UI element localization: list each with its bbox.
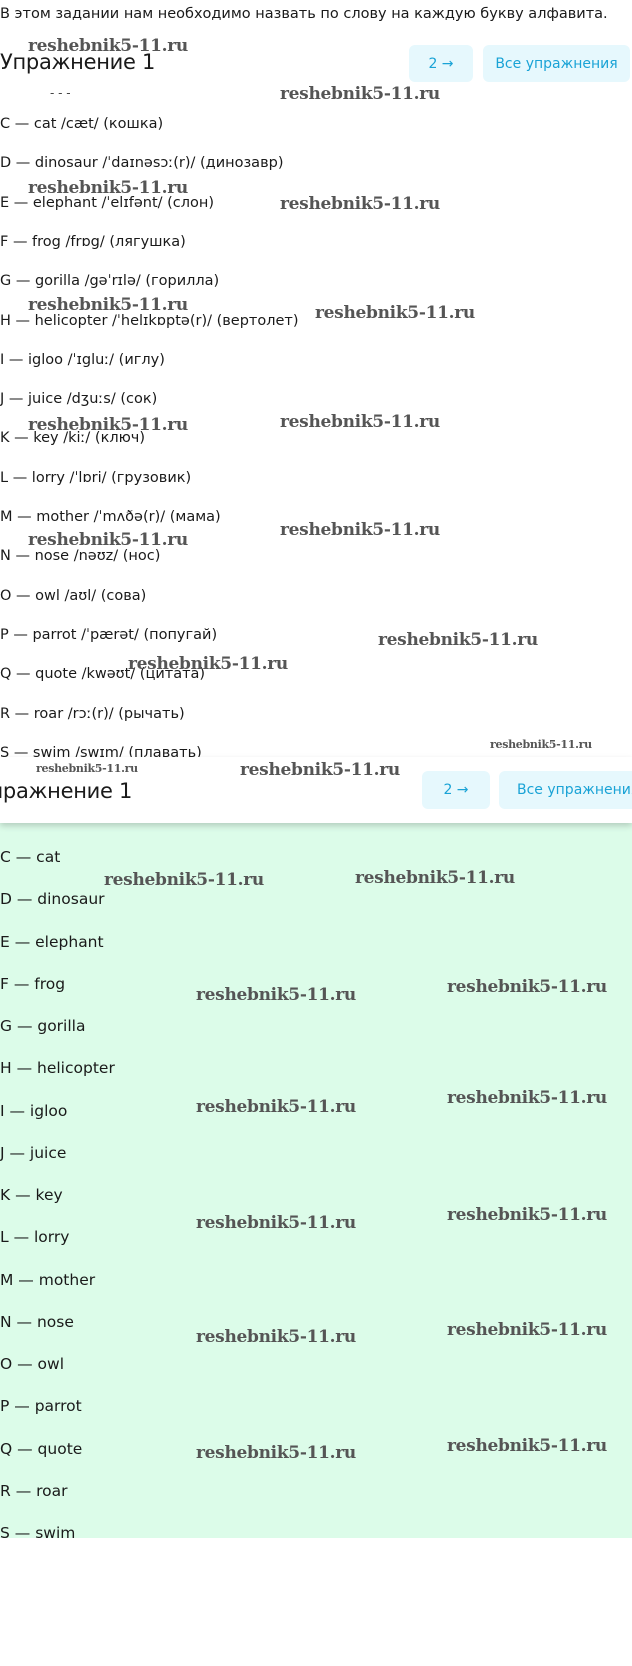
watermark: reshebnik5-11.ru	[196, 1097, 356, 1117]
watermark: reshebnik5-11.ru	[28, 178, 188, 198]
watermark: reshebnik5-11.ru	[28, 530, 188, 550]
list-item: R — roar /rɔː(r)/ (рычать)	[0, 705, 185, 722]
watermark: reshebnik5-11.ru	[196, 1213, 356, 1233]
watermark: reshebnik5-11.ru	[196, 1327, 356, 1347]
sticky-header: Упражнение 1 2 → Все упражнения	[0, 757, 632, 823]
watermark: reshebnik5-11.ru	[28, 36, 188, 56]
watermark: reshebnik5-11.ru	[355, 868, 515, 888]
list-item: I — igloo	[0, 1101, 68, 1120]
watermark: reshebnik5-11.ru	[36, 762, 138, 775]
list-item: S — swim	[0, 1524, 76, 1538]
watermark: reshebnik5-11.ru	[447, 1088, 607, 1108]
watermark: reshebnik5-11.ru	[280, 194, 440, 214]
list-item: I — igloo /ˈɪgluː/ (иглу)	[0, 351, 165, 368]
list-item: M — mother /ˈmʌðə(r)/ (мама)	[0, 509, 221, 525]
list-item: E — elephant /ˈelɪfənt/ (слон)	[0, 194, 215, 211]
watermark: reshebnik5-11.ru	[280, 412, 440, 432]
list-item: L — lorry /ˈlɒri/ (грузовик)	[0, 469, 192, 486]
list-item: H — helicopter	[0, 1059, 115, 1078]
list-item: P — parrot /ˈpærət/ (попугай)	[0, 626, 218, 643]
list-item: O — owl	[0, 1355, 65, 1373]
list-item: G — gorilla	[0, 1017, 86, 1035]
watermark: reshebnik5-11.ru	[378, 630, 538, 650]
list-item: H — helicopter /ˈhelɪkɒptə(r)/ (вертолет…	[0, 312, 299, 329]
list-item: Q — quote /kwəʊt/ (цитата)	[0, 666, 206, 683]
watermark: reshebnik5-11.ru	[280, 84, 440, 104]
watermark: reshebnik5-11.ru	[196, 1443, 356, 1463]
list-item: C — cat /cæt/ (кошка)	[0, 116, 164, 132]
list-item: G — gorilla /gəˈrɪlə/ (горилла)	[0, 273, 220, 290]
watermark: reshebnik5-11.ru	[28, 295, 188, 315]
watermark: reshebnik5-11.ru	[280, 520, 440, 540]
watermark: reshebnik5-11.ru	[447, 1205, 607, 1225]
list-item: E — elephant	[0, 932, 104, 951]
list-item: O — owl /aʊl/ (сова)	[0, 587, 147, 604]
watermark: reshebnik5-11.ru	[447, 1320, 607, 1340]
list-item: K — key	[0, 1186, 63, 1204]
watermark: reshebnik5-11.ru	[240, 760, 400, 780]
next-exercise-button[interactable]: 2 →	[422, 771, 490, 809]
exercise-section-full: В этом задании нам необходимо назвать по…	[0, 0, 632, 800]
all-exercises-button[interactable]: Все упражнения	[483, 45, 630, 82]
list-item: J — juice	[0, 1143, 67, 1162]
list-item: Q — quote	[0, 1439, 83, 1458]
list-item: F — frog	[0, 974, 66, 993]
intro-text: В этом задании нам необходимо назвать по…	[0, 6, 608, 22]
watermark: reshebnik5-11.ru	[490, 738, 592, 751]
watermark: reshebnik5-11.ru	[28, 415, 188, 435]
list-item: N — nose	[0, 1312, 74, 1331]
list-item: J — juice /dʒuːs/ (сок)	[0, 391, 158, 408]
watermark: reshebnik5-11.ru	[447, 1436, 607, 1456]
list-item: R — roar	[0, 1481, 68, 1500]
next-exercise-button[interactable]: 2 →	[409, 45, 473, 82]
list-item: C — cat	[0, 848, 61, 866]
list-item: D — dinosaur /ˈdaɪnəsɔː(r)/ (динозавр)	[0, 155, 284, 172]
list-item: N — nose /nəʊz/ (нос)	[0, 548, 161, 565]
list-item: P — parrot	[0, 1397, 82, 1416]
watermark: reshebnik5-11.ru	[447, 977, 607, 997]
watermark: reshebnik5-11.ru	[196, 985, 356, 1005]
exercise-title: Упражнение 1	[0, 779, 133, 803]
watermark: reshebnik5-11.ru	[128, 654, 288, 674]
list-item: F — frog /frɒg/ (лягушка)	[0, 233, 186, 250]
dashes: - - -	[50, 86, 71, 100]
list-item: D — dinosaur	[0, 890, 105, 909]
list-item: S — swim /swɪm/ (плавать)	[0, 744, 202, 761]
list-item: L — lorry	[0, 1228, 70, 1247]
list-item: M — mother	[0, 1270, 96, 1289]
all-exercises-button[interactable]: Все упражнения	[499, 771, 632, 809]
list-item: K — key /kiː/ (ключ)	[0, 430, 146, 447]
watermark: reshebnik5-11.ru	[104, 870, 264, 890]
exercise-title: Упражнение 1	[0, 50, 156, 74]
watermark: reshebnik5-11.ru	[315, 303, 475, 323]
